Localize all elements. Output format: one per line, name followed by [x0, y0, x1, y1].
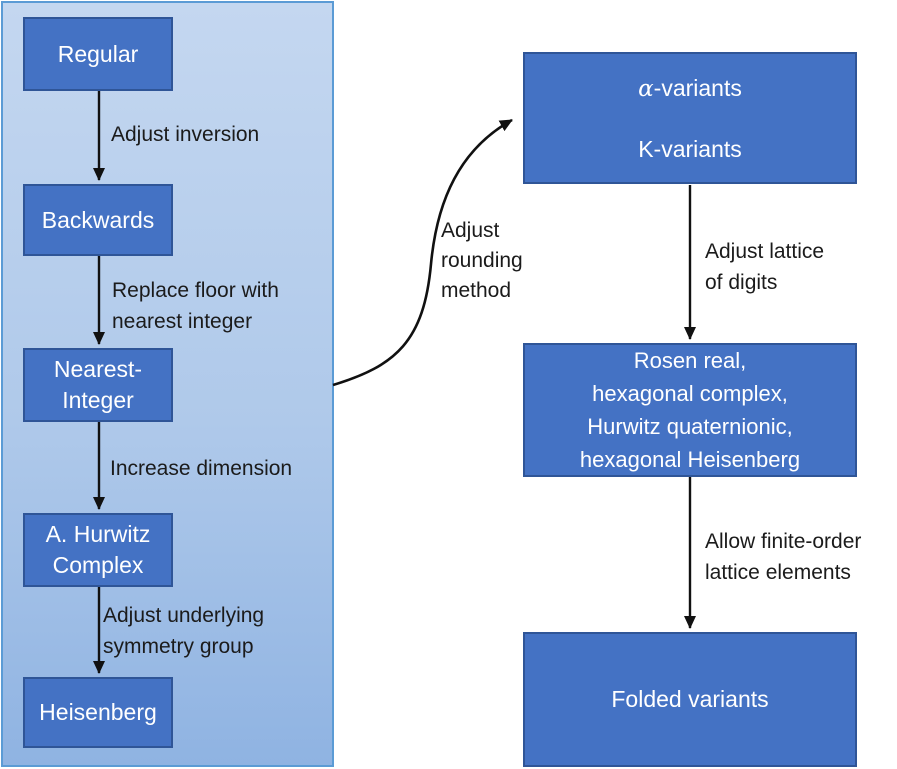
edge-label-adjust-underlying: Adjust underlying symmetry group: [103, 604, 265, 658]
edge-label-increase-dimension: Increase dimension: [110, 457, 293, 480]
edge-label-adjust-rounding: Adjust rounding method: [441, 219, 523, 302]
node-rosen-family: Rosen real, hexagonal complex, Hurwitz q…: [523, 343, 857, 477]
alpha-symbol: α: [638, 75, 654, 102]
node-alpha-k-variants-text: α-variants K-variants: [638, 43, 742, 194]
edge-label-adjust-inversion: Adjust inversion: [111, 123, 260, 146]
node-regular: Regular: [23, 17, 173, 91]
alpha-variants-line: α-variants: [638, 73, 742, 104]
node-alpha-k-variants: α-variants K-variants: [523, 52, 857, 184]
edge-label-adjust-lattice: Adjust lattice of digits: [705, 240, 825, 294]
edge-label-allow-finite: Allow finite-order lattice elements: [705, 530, 862, 584]
node-folded-variants: Folded variants: [523, 632, 857, 767]
node-nearest-integer: Nearest- Integer: [23, 348, 173, 422]
node-backwards: Backwards: [23, 184, 173, 256]
alpha-variants-rest: -variants: [653, 74, 742, 101]
node-hurwitz-complex: A. Hurwitz Complex: [23, 513, 173, 587]
node-heisenberg: Heisenberg: [23, 677, 173, 748]
k-variants-line: K-variants: [638, 135, 742, 162]
edge-label-replace-floor: Replace floor with nearest integer: [112, 279, 279, 333]
